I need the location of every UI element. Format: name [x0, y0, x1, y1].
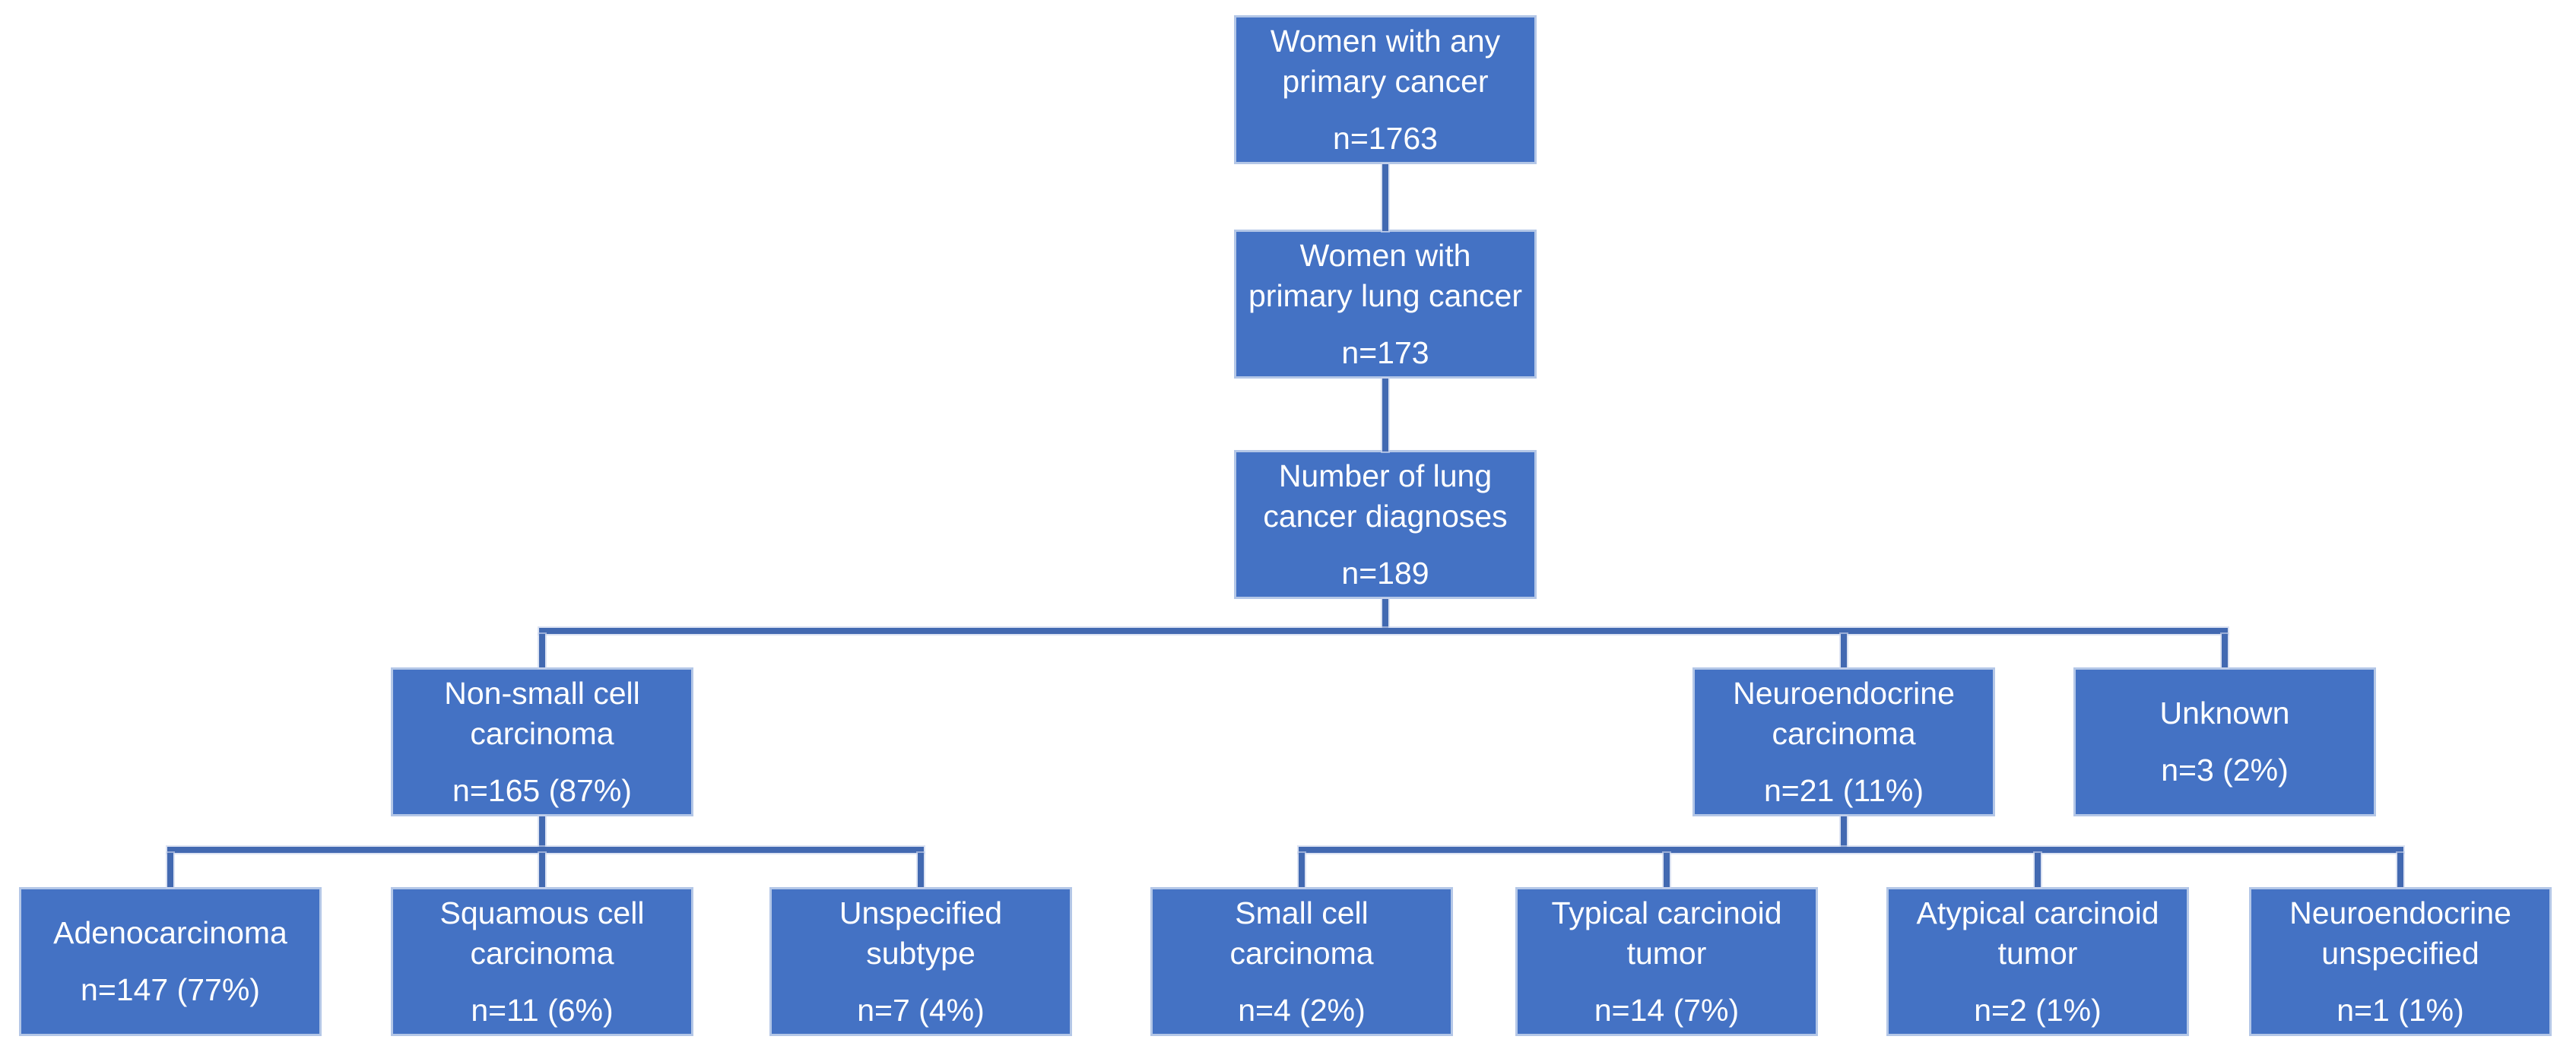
node-value: n=7 (4%)	[857, 992, 985, 1028]
connector-drop-neuroendocrine-unspecified	[2397, 853, 2403, 887]
connector-h-left-branch	[167, 847, 924, 853]
connector-drop-neuroendocrine	[1841, 634, 1847, 667]
node-label: Unspecified subtype	[839, 895, 1003, 971]
node-small-cell-carcinoma: Small cell carcinoma n=4 (2%)	[1150, 887, 1453, 1036]
node-label: Number of lung cancer diagnoses	[1263, 458, 1508, 534]
node-label: Women with any primary cancer	[1270, 23, 1501, 99]
node-value: n=1763	[1333, 120, 1438, 156]
connector-v-cancer-to-lung	[1382, 164, 1388, 231]
node-label: Atypical carcinoid tumor	[1916, 895, 2159, 971]
connector-drop-typical-carcinoid	[1664, 853, 1670, 887]
node-adenocarcinoma: Adenocarcinoma n=147 (77%)	[19, 887, 322, 1036]
node-value: n=173	[1341, 334, 1429, 370]
connector-drop-small-cell	[1299, 853, 1305, 887]
node-label: Women with primary lung cancer	[1248, 237, 1523, 313]
node-label: Squamous cell carcinoma	[439, 895, 645, 971]
node-value: n=21 (11%)	[1763, 772, 1924, 808]
node-value: n=189	[1341, 555, 1429, 591]
connector-h-right-branch	[1299, 847, 2403, 853]
connector-drop-squamous	[539, 853, 545, 887]
node-value: n=2 (1%)	[1974, 992, 2102, 1028]
connector-drop-unspecified	[918, 853, 924, 887]
node-neuroendocrine-unspecified: Neuroendocrine unspecified n=1 (1%)	[2249, 887, 2552, 1036]
node-value: n=4 (2%)	[1238, 992, 1366, 1028]
connector-h-tier4	[539, 628, 2228, 634]
node-value: n=14 (7%)	[1594, 992, 1740, 1028]
connector-drop-non-small-cell	[539, 634, 545, 667]
node-lung-cancer-diagnoses: Number of lung cancer diagnoses n=189	[1234, 450, 1537, 599]
node-label: Adenocarcinoma	[53, 915, 287, 950]
node-squamous-cell-carcinoma: Squamous cell carcinoma n=11 (6%)	[391, 887, 693, 1036]
node-non-small-cell-carcinoma: Non-small cell carcinoma n=165 (87%)	[391, 667, 693, 816]
node-label: Small cell carcinoma	[1229, 895, 1374, 971]
node-label: Neuroendocrine unspecified	[2289, 895, 2511, 971]
connector-stem-non-small-cell	[539, 816, 545, 850]
connector-stem-neuroendocrine	[1841, 816, 1847, 850]
node-women-primary-lung-cancer: Women with primary lung cancer n=173	[1234, 230, 1537, 379]
node-value: n=3 (2%)	[2161, 753, 2289, 788]
connector-v-lung-to-diagnoses	[1382, 379, 1388, 452]
connector-drop-adenocarcinoma	[167, 853, 173, 887]
node-value: n=1 (1%)	[2336, 992, 2464, 1028]
node-value: n=11 (6%)	[471, 992, 614, 1028]
node-value: n=165 (87%)	[452, 772, 632, 808]
node-neuroendocrine-carcinoma: Neuroendocrine carcinoma n=21 (11%)	[1692, 667, 1995, 816]
node-unknown: Unknown n=3 (2%)	[2073, 667, 2376, 816]
node-women-any-primary-cancer: Women with any primary cancer n=1763	[1234, 15, 1537, 164]
node-atypical-carcinoid-tumor: Atypical carcinoid tumor n=2 (1%)	[1886, 887, 2189, 1036]
node-label: Unknown	[2159, 696, 2290, 730]
node-label: Neuroendocrine carcinoma	[1733, 675, 1955, 751]
node-value: n=147 (77%)	[81, 972, 260, 1007]
node-typical-carcinoid-tumor: Typical carcinoid tumor n=14 (7%)	[1515, 887, 1818, 1036]
connector-drop-atypical-carcinoid	[2035, 853, 2041, 887]
node-unspecified-subtype: Unspecified subtype n=7 (4%)	[769, 887, 1072, 1036]
connector-drop-unknown	[2222, 634, 2228, 667]
node-label: Typical carcinoid tumor	[1551, 895, 1782, 971]
connector-stem-diagnoses	[1382, 599, 1388, 632]
node-label: Non-small cell carcinoma	[444, 675, 640, 751]
